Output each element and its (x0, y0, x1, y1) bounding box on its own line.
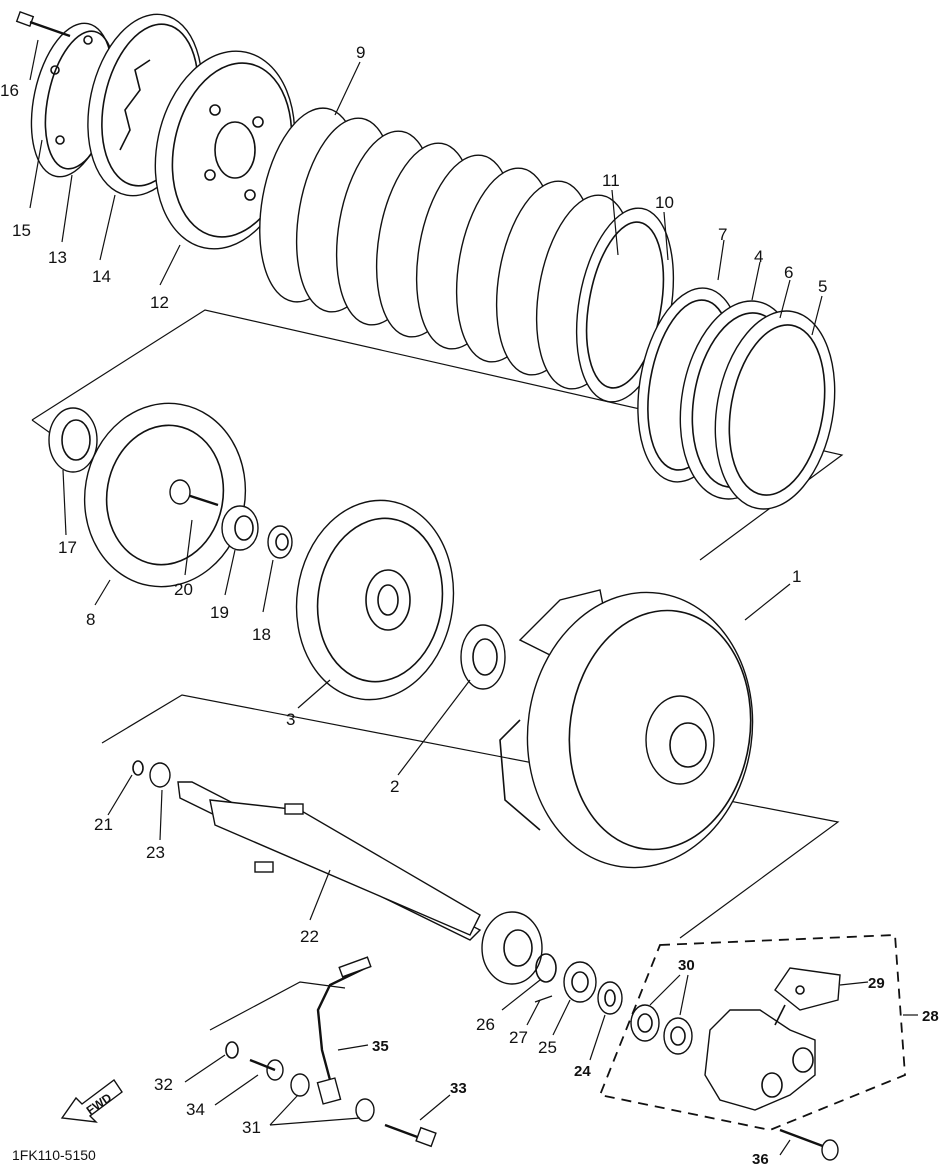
callout-10: 10 (655, 193, 674, 212)
callout-3: 3 (286, 710, 295, 729)
callout-13: 13 (48, 248, 67, 267)
pin-27 (534, 995, 553, 1003)
drawing-code: 1FK110-5150 (12, 1147, 96, 1163)
callout-8: 8 (86, 610, 95, 629)
bearing-22-end (481, 911, 543, 985)
callout-23: 23 (146, 843, 165, 862)
callout-25: 25 (538, 1038, 557, 1057)
starter-gear-plate (83, 402, 247, 588)
callout-34: 34 (186, 1100, 205, 1119)
callout-4: 4 (754, 247, 763, 266)
release-lever-body (704, 1009, 816, 1111)
bracket-29 (774, 967, 841, 1026)
bolt-33 (384, 1123, 437, 1148)
bolt-36 (779, 1128, 839, 1161)
washers-31 (290, 1073, 375, 1122)
clutch-plate-stack (259, 107, 675, 403)
callout-24: 24 (574, 1063, 591, 1080)
callout-35: 35 (372, 1038, 389, 1055)
callout-2: 2 (390, 777, 399, 796)
oil-pipe-35 (316, 956, 372, 1105)
callout-16: 16 (0, 81, 19, 100)
callout-36: 36 (752, 1151, 769, 1166)
collar-25 (563, 961, 597, 1003)
primary-driven-gear (295, 499, 455, 701)
callout-33: 33 (450, 1080, 467, 1097)
release-lever-group (598, 934, 906, 1131)
callout-21: 21 (94, 815, 113, 834)
callout-31: 31 (242, 1118, 261, 1137)
oring-32 (225, 1041, 239, 1059)
washer-24 (597, 981, 623, 1015)
spring-rings (637, 287, 836, 510)
callout-27: 27 (509, 1028, 528, 1047)
oring-26 (535, 953, 557, 983)
bearing-17 (48, 407, 98, 473)
nut-18 (267, 525, 293, 559)
callout-6: 6 (784, 263, 793, 282)
thrust-washer (460, 624, 506, 690)
seals-30 (630, 1004, 693, 1055)
washer-19 (221, 505, 259, 551)
callout-30: 30 (678, 957, 695, 974)
callout-12: 12 (150, 293, 169, 312)
callout-9: 9 (356, 43, 365, 62)
callout-labels: 1 2 3 4 5 6 7 8 9 10 11 12 13 14 15 16 1… (0, 43, 939, 1166)
clutch-housing (499, 589, 754, 869)
leader-lines (29, 39, 918, 1156)
callout-17: 17 (58, 538, 77, 557)
union-bolt-34 (249, 1058, 284, 1081)
circlip-21 (132, 760, 144, 776)
oil-pipe-group-outline (209, 981, 346, 1031)
callout-19: 19 (210, 603, 229, 622)
shaft-group-outline (101, 694, 840, 939)
callout-18: 18 (252, 625, 271, 644)
callout-5: 5 (818, 277, 827, 296)
callout-32: 32 (154, 1075, 173, 1094)
callout-22: 22 (300, 927, 319, 946)
callout-20: 20 (174, 580, 193, 599)
callout-14: 14 (92, 267, 111, 286)
callout-15: 15 (12, 221, 31, 240)
ball-23 (149, 762, 171, 788)
callout-7: 7 (718, 225, 727, 244)
callout-1: 1 (792, 567, 801, 586)
push-rod-shaft (177, 781, 482, 941)
callout-28: 28 (922, 1008, 939, 1025)
fwd-arrow-icon: FWD (60, 1078, 123, 1123)
bolt-16 (15, 11, 71, 38)
callout-26: 26 (476, 1015, 495, 1034)
callout-29: 29 (868, 975, 885, 992)
callout-11: 11 (602, 171, 620, 190)
